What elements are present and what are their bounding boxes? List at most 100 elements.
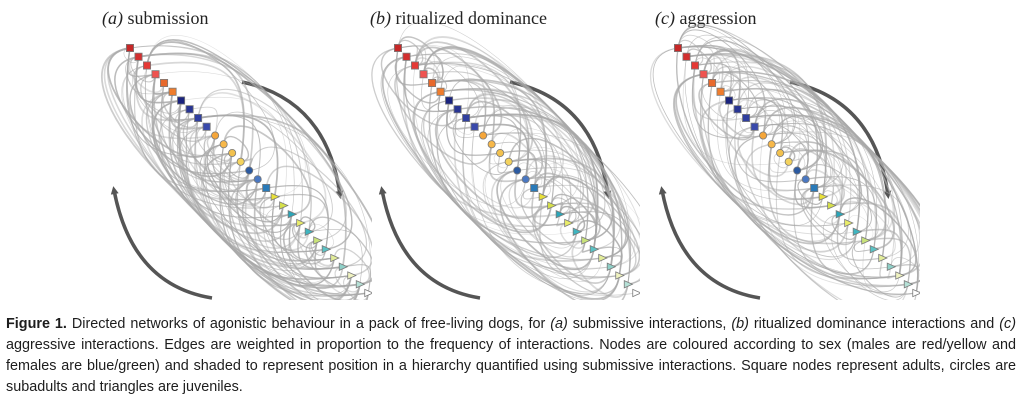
node-square [428, 79, 437, 88]
edge [533, 178, 570, 215]
edge [271, 196, 343, 270]
edge [514, 170, 552, 209]
edge [397, 45, 470, 119]
edge [496, 169, 595, 270]
node-triangle [338, 262, 349, 271]
node-circle [521, 175, 530, 184]
edge [262, 187, 343, 270]
node-triangle [912, 288, 920, 298]
edge [593, 246, 622, 276]
node-circle [793, 166, 802, 175]
edge [440, 64, 579, 206]
arrow-up-left [378, 186, 481, 300]
node-triangle [364, 288, 372, 298]
figure-label: Figure 1. [6, 316, 67, 332]
node-square [453, 105, 462, 114]
edge [122, 65, 352, 300]
edge [804, 169, 842, 207]
edge [431, 80, 487, 136]
edge [126, 47, 233, 157]
caption-ref-a: (a) [550, 316, 568, 332]
edge [101, 47, 285, 235]
edge [711, 73, 748, 110]
edge [551, 202, 615, 267]
edge [161, 82, 199, 121]
node-triangle [279, 201, 289, 210]
node-triangle [321, 245, 332, 254]
edge [745, 143, 875, 276]
edge [174, 108, 242, 177]
node-triangle [852, 227, 863, 236]
edge [334, 266, 361, 293]
edge [448, 96, 530, 180]
edge [652, 47, 875, 275]
edge [181, 96, 287, 206]
node-triangle [895, 271, 905, 280]
node-triangle [347, 271, 357, 280]
node-circle [759, 131, 768, 140]
edge [176, 100, 292, 219]
edge [839, 200, 896, 259]
edge [172, 117, 301, 249]
node-triangle [572, 227, 583, 236]
edge [490, 132, 538, 181]
network-nodes [674, 44, 920, 298]
edge [462, 117, 569, 227]
caption-ref-c: (c) [999, 316, 1016, 332]
edge [865, 237, 911, 285]
node-square [708, 79, 717, 88]
panel-a-name: submission [127, 8, 209, 28]
edge [298, 231, 335, 268]
edge [804, 187, 841, 225]
edge [737, 125, 816, 205]
node-circle [211, 131, 220, 140]
edge [182, 117, 250, 186]
network-edges [371, 21, 640, 300]
edge [422, 99, 552, 232]
node-square [530, 183, 539, 192]
edge [559, 206, 585, 233]
network-nodes [394, 44, 640, 298]
edge [737, 106, 766, 136]
edge [691, 65, 747, 121]
node-triangle [598, 253, 608, 263]
node-triangle [886, 262, 897, 271]
edge [230, 178, 369, 300]
caption-text-3: ritualized dominance interactions and [748, 316, 1000, 332]
node-circle [504, 157, 513, 166]
edge [465, 93, 585, 215]
edge [197, 92, 327, 224]
edge [313, 248, 361, 296]
edge [682, 56, 789, 166]
edge [394, 56, 442, 104]
edge [848, 215, 874, 241]
edge [484, 161, 603, 282]
edge [534, 204, 612, 284]
panel-a-title: (a) submission [102, 8, 209, 29]
edge [266, 184, 329, 250]
edge [169, 91, 199, 121]
node-triangle [581, 236, 591, 245]
panel-c-name: aggression [679, 8, 757, 28]
node-square [177, 96, 186, 105]
edge [499, 127, 628, 259]
edge [126, 47, 216, 140]
node-triangle [555, 210, 566, 219]
edge [299, 216, 316, 233]
node-square [160, 79, 169, 88]
edge [194, 117, 275, 200]
edge [726, 100, 908, 287]
node-triangle [287, 210, 298, 219]
node-square [462, 114, 471, 123]
edge [138, 52, 245, 162]
caption-text-4: aggressive interactions. Edges are weigh… [6, 337, 1016, 395]
node-square [470, 122, 479, 131]
edge [446, 100, 501, 156]
node-square [143, 61, 152, 70]
edge [768, 144, 823, 200]
edge [222, 125, 311, 216]
network-c [650, 24, 920, 300]
edge [129, 45, 295, 215]
edge [822, 190, 838, 206]
edge [189, 106, 218, 136]
